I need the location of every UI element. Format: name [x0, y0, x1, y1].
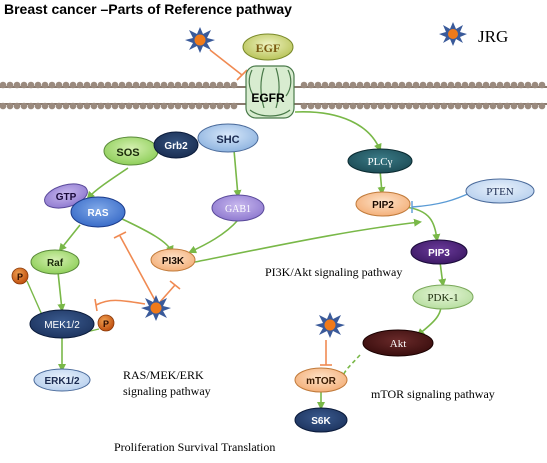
node-pip2: PIP2 — [355, 191, 411, 217]
node-pdk1: PDK-1 — [412, 284, 474, 310]
edge-sos-ras — [86, 167, 129, 200]
activation-edges — [57, 111, 447, 410]
edge-raf-mek — [57, 271, 66, 312]
node-pten-label: PTEN — [486, 186, 514, 198]
node-pi3k-label: PI3K — [162, 256, 185, 267]
node-sos: SOS — [103, 136, 159, 166]
node-shc-label: SHC — [216, 134, 239, 146]
edge-akt-mtor — [337, 354, 361, 380]
node-ras-label: RAS — [87, 208, 108, 219]
node-gab1: GAB1 — [211, 194, 265, 222]
node-akt: Akt — [362, 329, 434, 357]
label-ras-pathway-line1: RAS/MEK/ERK — [123, 368, 204, 382]
edge-pip2-pip3 — [404, 206, 441, 242]
node-plcg: PLCγ — [347, 148, 413, 174]
node-shc: SHC — [197, 123, 259, 153]
node-ras: RAS — [70, 196, 126, 228]
jrg-starburst-icon — [315, 312, 345, 338]
node-s6k: S6K — [294, 407, 348, 433]
label-pi3k-pathway: PI3K/Akt signaling pathway — [265, 265, 402, 279]
node-raf-label: Raf — [47, 258, 64, 269]
node-pten: PTEN — [465, 178, 535, 204]
diagram-title: Breast cancer –Parts of Reference pathwa… — [4, 1, 292, 17]
node-pdk1-label: PDK-1 — [427, 292, 458, 304]
edge-jrg-egfr — [209, 49, 243, 76]
pten-inhibition-edge — [411, 191, 473, 213]
node-p2-label: P — [103, 319, 109, 329]
node-gtp: GTP — [44, 183, 88, 209]
node-erk-label: ERK1/2 — [44, 376, 79, 387]
node-raf: Raf — [30, 249, 80, 275]
label-ras-pathway-line2: signaling pathway — [123, 384, 211, 398]
node-pip3-label: PIP3 — [428, 248, 450, 259]
node-pip2-label: PIP2 — [372, 200, 394, 211]
egfr-receptor — [245, 65, 295, 119]
node-egf-label: EGF — [256, 41, 281, 55]
node-plcg-label: PLCγ — [367, 156, 392, 168]
jrg-starburst-icon — [185, 27, 215, 53]
edge-jrg-mek — [95, 299, 146, 306]
node-mek: MEK1/2 — [29, 309, 95, 339]
node-akt-label: Akt — [390, 338, 407, 350]
node-gab1-label: GAB1 — [225, 204, 251, 215]
edge-jrg-ras — [119, 235, 158, 305]
node-mtor: mTOR — [294, 367, 348, 393]
node-gtp-label: GTP — [56, 192, 77, 203]
node-mtor-label: mTOR — [306, 376, 337, 387]
jrg-starburst-icon — [141, 295, 171, 321]
edge-pip3-pdk1 — [438, 261, 447, 287]
node-sos-label: SOS — [116, 147, 139, 159]
node-s6k-label: S6K — [311, 416, 331, 427]
node-egf: EGF — [242, 33, 294, 61]
node-grb2-label: Grb2 — [164, 141, 188, 152]
node-pip3: PIP3 — [410, 239, 468, 265]
edge-ras-raf — [58, 224, 81, 252]
edge-p-mek — [26, 280, 43, 316]
label-mtor-pathway: mTOR signaling pathway — [371, 387, 495, 401]
edge-plcg-pip2 — [377, 169, 386, 195]
edge-shc-gab1 — [233, 149, 242, 198]
node-grb2: Grb2 — [153, 131, 199, 159]
node-erk: ERK1/2 — [33, 368, 91, 392]
edge-pi3k-pip2 — [194, 218, 422, 263]
edge-gab1-pi3k — [188, 219, 239, 254]
edge-ras-pi3k — [119, 217, 174, 254]
node-p2: P — [97, 314, 115, 332]
legend-label: JRG — [478, 27, 508, 46]
inhibition-edges — [94, 49, 332, 366]
node-p1-label: P — [17, 272, 23, 282]
legend-starburst-icon — [439, 22, 467, 46]
edge-egfr-plcg — [294, 111, 382, 152]
node-p1: P — [11, 267, 29, 285]
node-egfr-label: EGFR — [251, 91, 285, 105]
node-pi3k: PI3K — [150, 248, 196, 272]
node-mek-label: MEK1/2 — [44, 320, 80, 331]
edge-jrg-pi3k — [159, 284, 176, 303]
label-outcomes: Proliferation Survival Translation — [114, 440, 275, 454]
